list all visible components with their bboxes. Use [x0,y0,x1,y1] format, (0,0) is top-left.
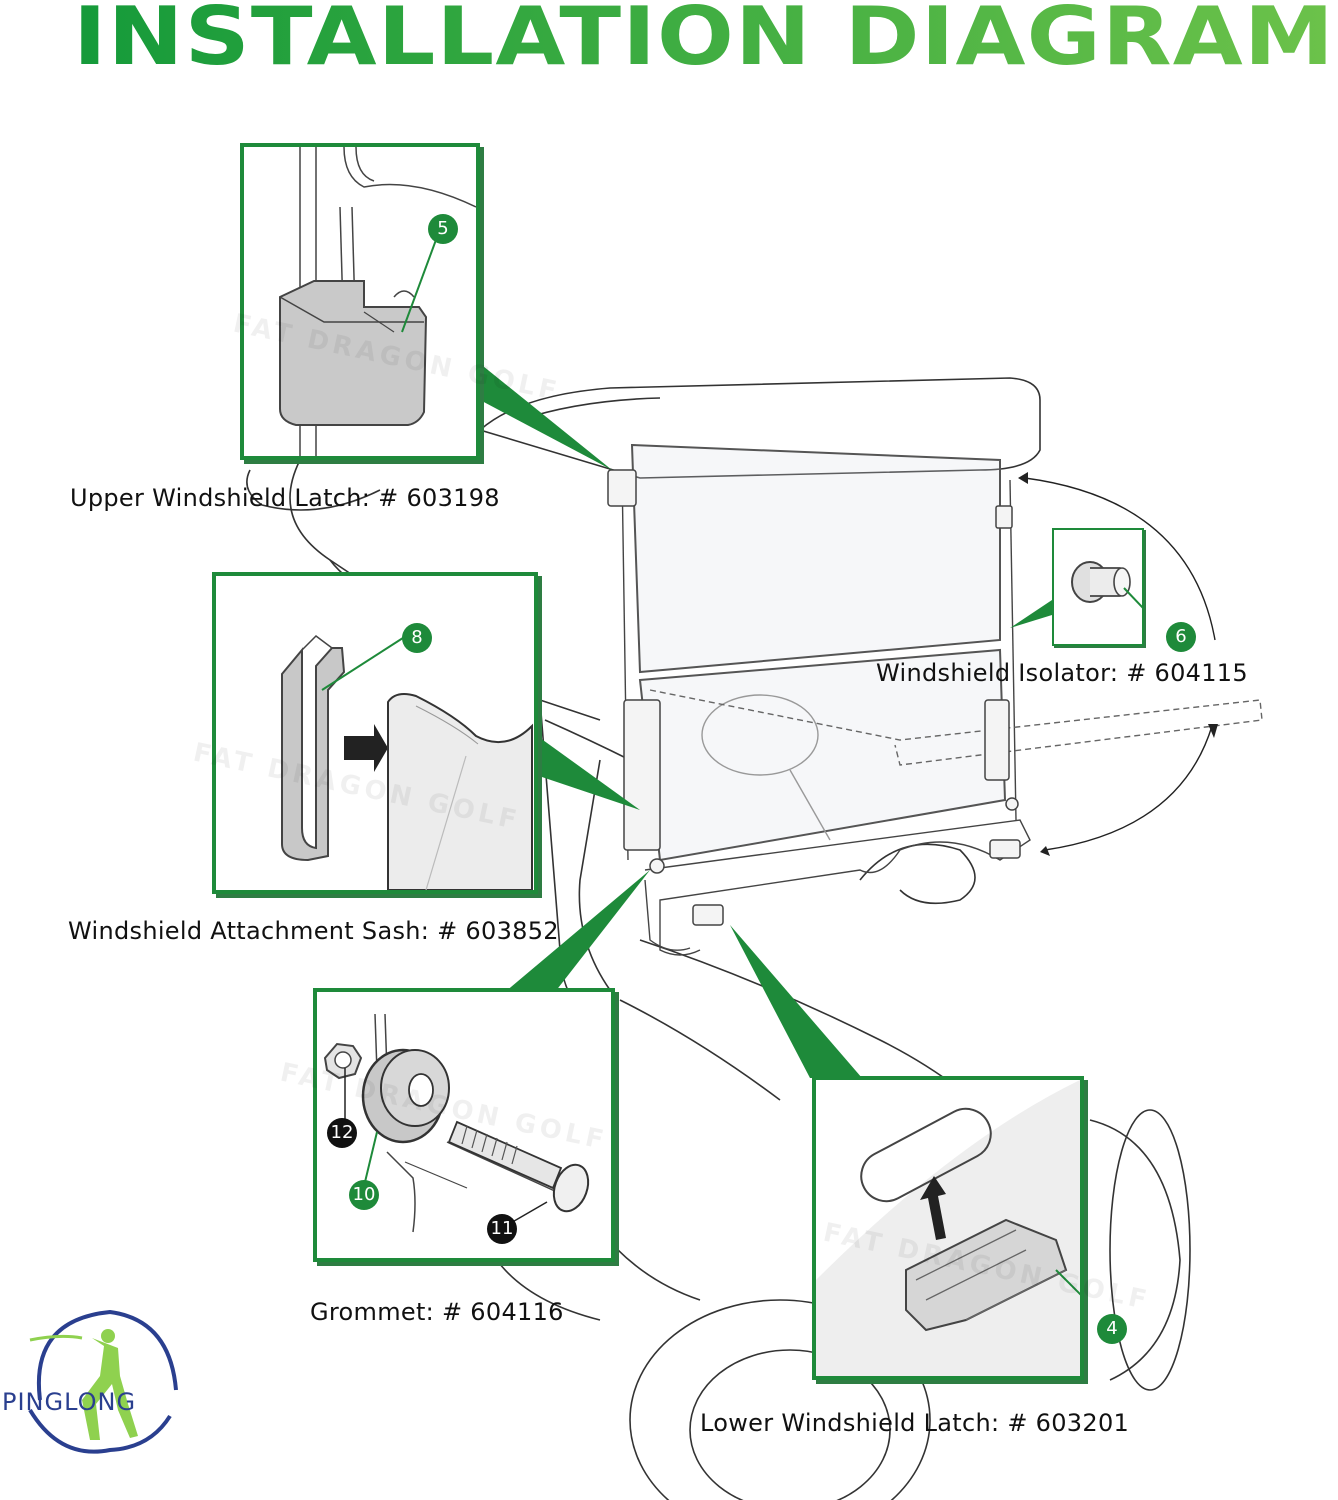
title-text: INSTALLATION DIAGRAM [73,0,1335,83]
callout-10: 10 [349,1180,379,1210]
sash-illustration [281,635,533,890]
callout-11: 11 [487,1214,517,1244]
isolator-inset [1052,528,1144,646]
sash-inset: FAT DRAGON GOLF 8 [191,572,538,894]
callout-6: 6 [1166,622,1196,652]
callout-12: 12 [327,1118,357,1148]
callout-5: 5 [428,214,458,244]
isolator-illustration [1071,561,1142,609]
upper-latch-illustration [279,147,476,456]
label-lower-windshield-latch: Lower Windshield Latch: # 603201 [700,1409,1130,1437]
callout-8: 8 [402,623,432,653]
callout-4: 4 [1097,1314,1127,1344]
grommet-illustration [323,1013,590,1233]
lower-latch-illustration [816,1080,1080,1376]
upper-latch-inset: FAT DRAGON GOLF 5 [231,143,563,460]
title-graphic: INSTALLATION DIAGRAM [73,0,1335,83]
golfer-icon [28,1309,178,1454]
grommet-inset: FAT DRAGON GOLF 12 10 11 [278,988,615,1262]
label-windshield-attachment-sash: Windshield Attachment Sash: # 603852 [68,917,559,945]
label-grommet: Grommet: # 604116 [310,1298,564,1326]
logo-text: PINGLONG [2,1388,137,1416]
label-windshield-isolator: Windshield Isolator: # 604115 [876,659,1248,687]
brand-logo: PINGLONG [0,1300,210,1470]
lower-latch-inset: FAT DRAGON GOLF [812,1076,1153,1380]
label-upper-windshield-latch: Upper Windshield Latch: # 603198 [70,484,500,512]
